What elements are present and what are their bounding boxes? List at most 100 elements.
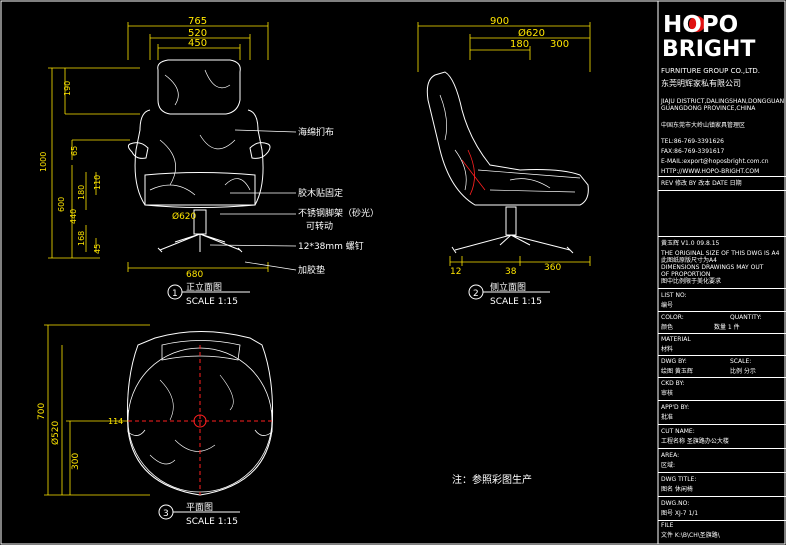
callout-bolt: 12*38mm 螺钉 (298, 241, 364, 252)
front-callouts: 海绵扪布 胶木贴固定 不锈钢脚架（砂光） 可转动 12*38mm 螺钉 加胶垫 (298, 126, 379, 276)
dim-front-680: 680 (186, 270, 203, 280)
logo-line1: HOPO (663, 12, 739, 38)
file-value: 文件 K:\B\CH\圣旗路\ (661, 532, 720, 539)
view-number-plan: 3 (163, 509, 169, 519)
note-1: THE ORIGINAL SIZE OF THIS DWG IS A4 (661, 250, 780, 257)
appd-value: 批准 (661, 414, 674, 421)
dwg-no-value: 图号 XJ-7 1/1 (661, 510, 699, 517)
callout-swivel: 可转动 (306, 220, 333, 232)
plan-view (126, 331, 274, 496)
list-label: LIST NO: (661, 292, 687, 299)
dim-front-520: 520 (188, 28, 207, 39)
cut-label: CUT NAME: (661, 428, 695, 435)
company-cn: 东莞明辉家私有限公司 (661, 79, 741, 88)
side-view (426, 71, 589, 254)
area-value: 区域: (661, 462, 676, 469)
tb-line (658, 288, 786, 289)
dim-front-dia620: Ø620 (172, 211, 197, 222)
dim-front-65: 65 (70, 146, 79, 156)
title-block: HOPO BRIGHT FURNITURE GROUP CO.,LTD. 东莞明… (658, 0, 786, 545)
view-number-side: 2 (473, 289, 479, 299)
view-title-plan: 平面图 (186, 502, 213, 513)
note-1-cn: 此图纸原版尺寸为A4 (661, 257, 717, 264)
dim-front-45: 45 (93, 244, 102, 254)
plan-center-lines (128, 345, 272, 495)
view-scale-front: SCALE 1:15 (186, 297, 238, 307)
tb-line (658, 355, 786, 356)
tb-line (658, 424, 786, 425)
dim-front-765: 765 (188, 16, 207, 27)
list-value: 编号 (661, 302, 674, 309)
web: HTTP://WWW.HOPO-BRIGHT.COM (661, 168, 760, 175)
callout-steel-frame: 不锈钢脚架（砂光） (298, 207, 379, 219)
color-value: 颜色 (661, 324, 674, 331)
dim-side-180: 180 (510, 39, 529, 50)
front-callout-leaders (209, 129, 297, 271)
view-scale-side: SCALE 1:15 (490, 297, 542, 307)
dim-front-110: 110 (93, 175, 102, 190)
address-en-2: GUANGDONG PROVINCE,CHINA (661, 105, 756, 112)
dwg-no-label: DWG.NO: (661, 500, 690, 507)
view-title-front: 正立面图 (186, 281, 222, 293)
plan-view-dim-text: 700 Ø520 300 114 (37, 403, 123, 470)
appd-label: APP'D BY: (661, 404, 690, 411)
side-view-dimensions (417, 22, 591, 266)
dim-front-168: 168 (77, 231, 86, 246)
dim-plan-114: 114 (108, 417, 123, 426)
tb-line (658, 400, 786, 401)
ckd-value: 审核 (661, 390, 674, 397)
logo-dot (689, 16, 705, 32)
color-label: COLOR: (661, 314, 684, 321)
area-label: AREA: (661, 452, 680, 459)
tb-line (658, 190, 786, 191)
front-view-dimensions (48, 22, 269, 272)
dim-side-dia620: Ø620 (518, 27, 545, 39)
view-title-side: 侧立面图 (490, 281, 526, 293)
scale-value: 比例 分示 (730, 368, 756, 375)
callout-glide: 加胶垫 (298, 264, 325, 276)
dim-side-12: 12 (450, 267, 461, 277)
view-label-side: 2 侧立面图 SCALE 1:15 (468, 281, 550, 307)
footnote: 注：参照彩图生产 (452, 473, 532, 486)
note-3-cn: 图中比例限于美化要求 (661, 278, 722, 285)
dim-front-190: 190 (63, 81, 72, 96)
front-view-dim-text: 765 520 450 190 1000 65 600 180 110 440 … (39, 16, 207, 280)
dim-front-1000: 1000 (39, 152, 48, 172)
dim-side-360: 360 (544, 263, 561, 273)
plan-view-dimensions (44, 324, 150, 496)
email: E-MAIL:export@hoposbright.com.cn (661, 158, 769, 165)
note-2: DIMENSIONS DRAWINGS MAY OUT (661, 264, 764, 271)
front-view (127, 59, 271, 253)
tb-line (658, 448, 786, 449)
rev-header: REV 修改 BY 改本 DATE 日期 (661, 180, 742, 187)
side-view-dim-text: 900 Ø620 180 300 12 38 360 (450, 16, 569, 277)
tb-line (658, 377, 786, 378)
ckd-label: CKD BY: (661, 380, 685, 387)
callout-wood-base: 胶木贴固定 (298, 187, 343, 199)
fax: FAX:86-769-3391617 (661, 148, 725, 155)
material-label: MATERIAL (661, 336, 691, 343)
dim-front-440: 440 (69, 209, 78, 224)
tb-line (658, 520, 786, 521)
view-label-plan: 3 平面图 SCALE 1:15 (158, 502, 240, 527)
material-value: 材料 (661, 346, 674, 353)
dim-front-450: 450 (188, 38, 207, 49)
address-cn: 中国东莞市大岭山镇家具管理区 (661, 122, 746, 129)
cut-value: 工程名称 圣旗路办公大楼 (661, 438, 729, 445)
dim-side-38: 38 (505, 267, 517, 277)
tb-line (658, 311, 786, 312)
tb-line (658, 333, 786, 334)
dim-plan-700: 700 (37, 403, 47, 420)
dim-plan-300: 300 (71, 453, 81, 470)
tb-line (658, 472, 786, 473)
dim-side-300: 300 (550, 39, 569, 50)
scale-label: SCALE: (730, 358, 752, 365)
view-label-front: 1 正立面图 SCALE 1:15 (167, 281, 250, 307)
designer-line: 黄玉辉 V1.0 09.8.15 (661, 240, 720, 247)
view-scale-plan: SCALE 1:15 (186, 517, 238, 527)
quantity-value: 数量 1 件 (714, 324, 740, 331)
dwg-by-label: DWG BY: (661, 358, 687, 365)
dim-plan-dia520: Ø520 (50, 420, 61, 445)
